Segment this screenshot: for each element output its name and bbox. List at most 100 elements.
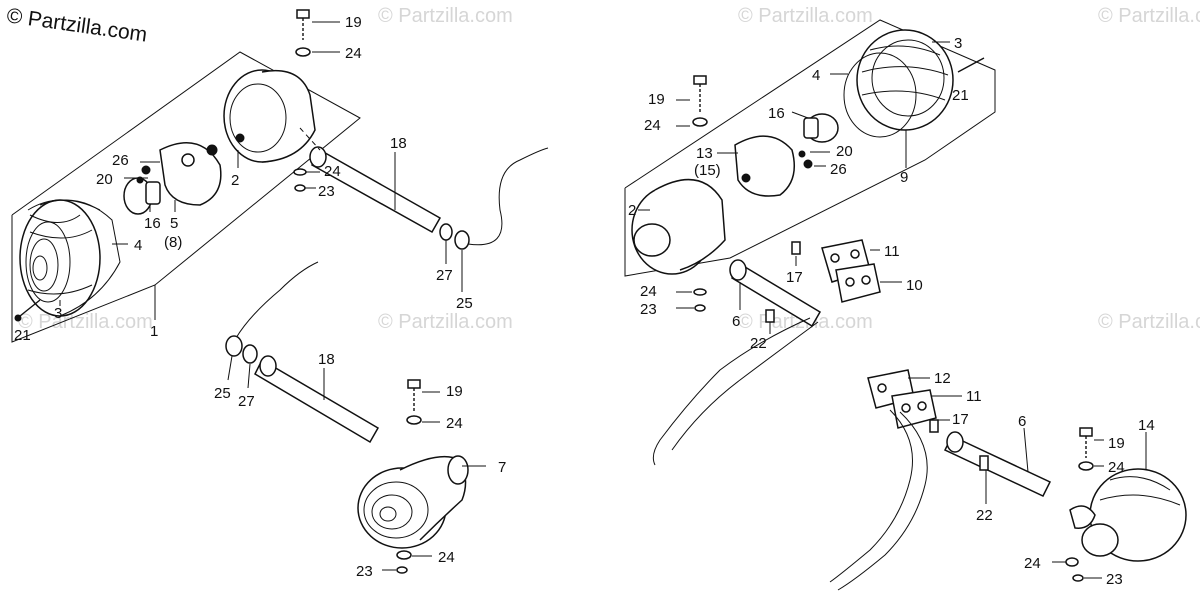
screw-21 [957,57,985,73]
washer-20 [798,150,806,158]
callout: 24 [640,283,657,300]
screw-26 [141,165,151,175]
callout: 18 [390,135,407,152]
washer-24 [295,47,311,57]
callout: 18 [318,351,335,368]
watermark-faint: © Partzilla.com [378,5,513,27]
callout: 16 [144,215,161,232]
wire [671,321,819,451]
callout: 12 [934,370,951,387]
washer-25 [225,335,243,357]
nut-23 [396,566,408,574]
wire [235,261,319,339]
callout: 16 [768,105,785,122]
callout: 24 [345,45,362,62]
watermark-faint: © Partzilla.com [18,311,153,333]
callout: 6 [732,313,740,330]
bolt-22 [765,309,775,323]
callout: 25 [456,295,473,312]
callout: 23 [1106,571,1123,588]
bolt-19 [407,379,421,389]
callout: 24 [1024,555,1041,572]
callout: 23 [318,183,335,200]
callout: 19 [1108,435,1125,452]
right-middle-callouts: 11 17 10 24 23 6 22 [640,243,923,352]
callout: 23 [640,301,657,318]
bracket-10 [835,263,881,303]
washer-24 [406,415,422,425]
watermark-faint: © Partzilla.com [1098,311,1200,333]
callout: 14 [1138,417,1155,434]
screw-21 [19,299,41,317]
wire [829,409,913,583]
left-rear-winker-assembly [225,261,486,574]
callout: 13 [696,145,713,162]
callout: 27 [436,267,453,284]
callout: 10 [906,277,923,294]
right-upper-callouts: 3 4 21 16 20 26 9 13 (15) 2 19 24 [628,35,969,219]
callout: 4 [134,237,142,254]
washer-25 [454,230,470,250]
lens-3 [856,29,954,131]
callout: 20 [836,143,853,160]
callout: 6 [1018,413,1026,430]
callout: (15) [694,162,721,179]
nut-27 [439,223,453,241]
bulb-16 [803,113,839,143]
pin-17 [791,241,801,255]
watermark-faint: © Partzilla.com [378,311,513,333]
callout: 2 [231,172,239,189]
right-front-stem-assembly [652,239,902,466]
washer-24 [1065,557,1079,567]
nut-23 [694,304,706,312]
nut-27 [242,344,258,364]
callout: 19 [345,14,362,31]
callout: 3 [954,35,962,52]
nut-23 [294,184,306,192]
assembly-bracket-9 [624,19,996,277]
washer-24b [293,168,307,176]
left-lower-callouts: 18 25 27 19 24 7 24 23 [214,351,506,580]
callout: 9 [900,169,908,186]
case-2 [223,69,316,163]
bulb-16 [123,177,161,215]
callout: 24 [1108,459,1125,476]
pin-17 [929,419,939,433]
bolt-19 [693,75,707,85]
callout: 17 [952,411,969,428]
callout: 11 [966,388,982,405]
wire [837,411,928,591]
bolt-22 [979,455,989,471]
right-rear-winker-assembly [829,369,1187,591]
washer-24 [396,550,412,560]
callout: 2 [628,202,636,219]
callout: 4 [812,67,820,84]
winker-14 [1069,468,1187,562]
nut-23 [1072,574,1084,582]
socket-13 [734,135,795,197]
callout: 22 [976,507,993,524]
socket-plate-5 [159,142,222,206]
watermark-faint: © Partzilla.com [738,5,873,27]
callout: 11 [884,243,900,260]
callout: 1 [150,323,158,340]
callout: 24 [644,117,661,134]
assembly-bracket-1 [11,51,361,343]
callout: (8) [164,234,182,251]
washer-24 [1078,461,1094,471]
watermark-main: © Partzilla.com [5,4,148,46]
left-upper-callouts: 19 24 26 20 16 5 (8) 4 3 2 21 1 18 24 23… [14,14,473,344]
callout: 3 [54,305,62,322]
washer-24 [693,288,707,296]
callout: 23 [356,563,373,580]
callout: 20 [96,171,113,188]
callout: 24 [324,163,341,180]
right-lower-callouts: 12 11 17 6 22 19 24 14 24 23 [934,370,1155,588]
bolt-19 [296,9,310,40]
callout: 24 [438,549,455,566]
left-front-winker-assembly [11,9,549,343]
callout: 26 [830,161,847,178]
winker-7 [357,455,469,549]
